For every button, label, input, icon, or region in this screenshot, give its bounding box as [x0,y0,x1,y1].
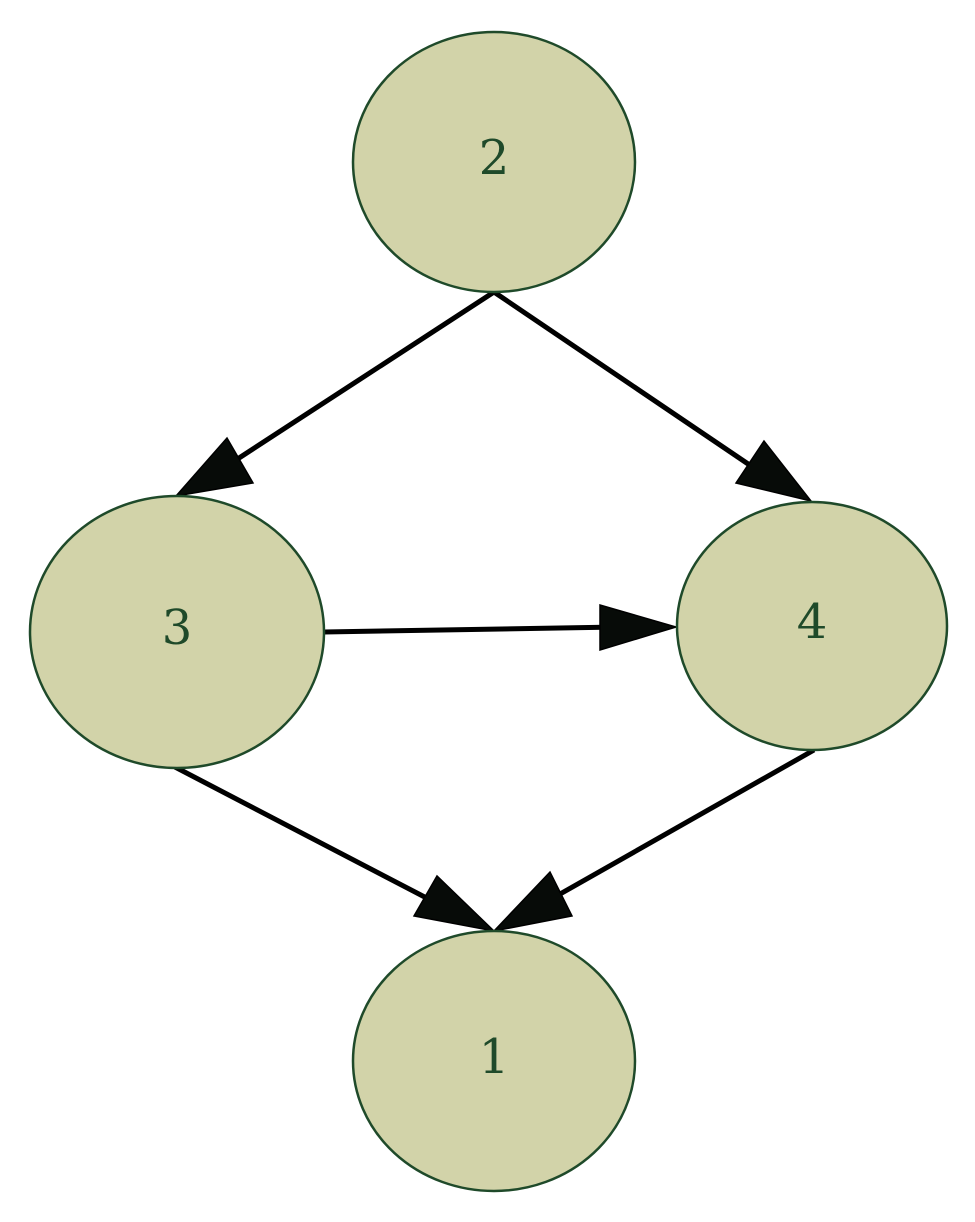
node-4: 4 [675,500,949,752]
node-2-ellipse [351,30,637,294]
node-4-label: 4 [797,594,828,650]
edge-4-to-1-arrowhead [491,870,574,933]
node-1-label: 1 [479,1029,510,1085]
edges-layer [173,289,816,933]
nodes-layer: 2 3 4 1 [28,30,949,1193]
node-1: 1 [351,929,637,1193]
edge-2-to-4-arrowhead [734,439,813,503]
edge-2-to-3 [174,289,496,498]
node-3: 3 [28,494,326,770]
edge-3-to-4-line [323,624,619,635]
node-3-label: 3 [162,600,193,656]
node-2: 2 [351,30,637,294]
edge-4-to-1-line [544,747,816,905]
edge-4-to-1 [491,747,816,933]
edge-3-to-4-arrowhead [599,604,679,652]
edge-2-to-3-arrowhead [174,436,255,498]
node-4-ellipse [675,500,949,752]
edge-2-to-4-line [492,289,759,473]
edge-2-to-4 [492,289,813,503]
node-2-label: 2 [479,130,510,186]
edge-3-to-1-arrowhead [412,874,497,933]
edge-3-to-1 [173,764,497,933]
edge-2-to-3-line [234,289,496,463]
edge-3-to-4 [323,604,679,652]
node-1-ellipse [351,929,637,1193]
edge-3-to-1-line [173,764,442,908]
node-3-ellipse [28,494,326,770]
